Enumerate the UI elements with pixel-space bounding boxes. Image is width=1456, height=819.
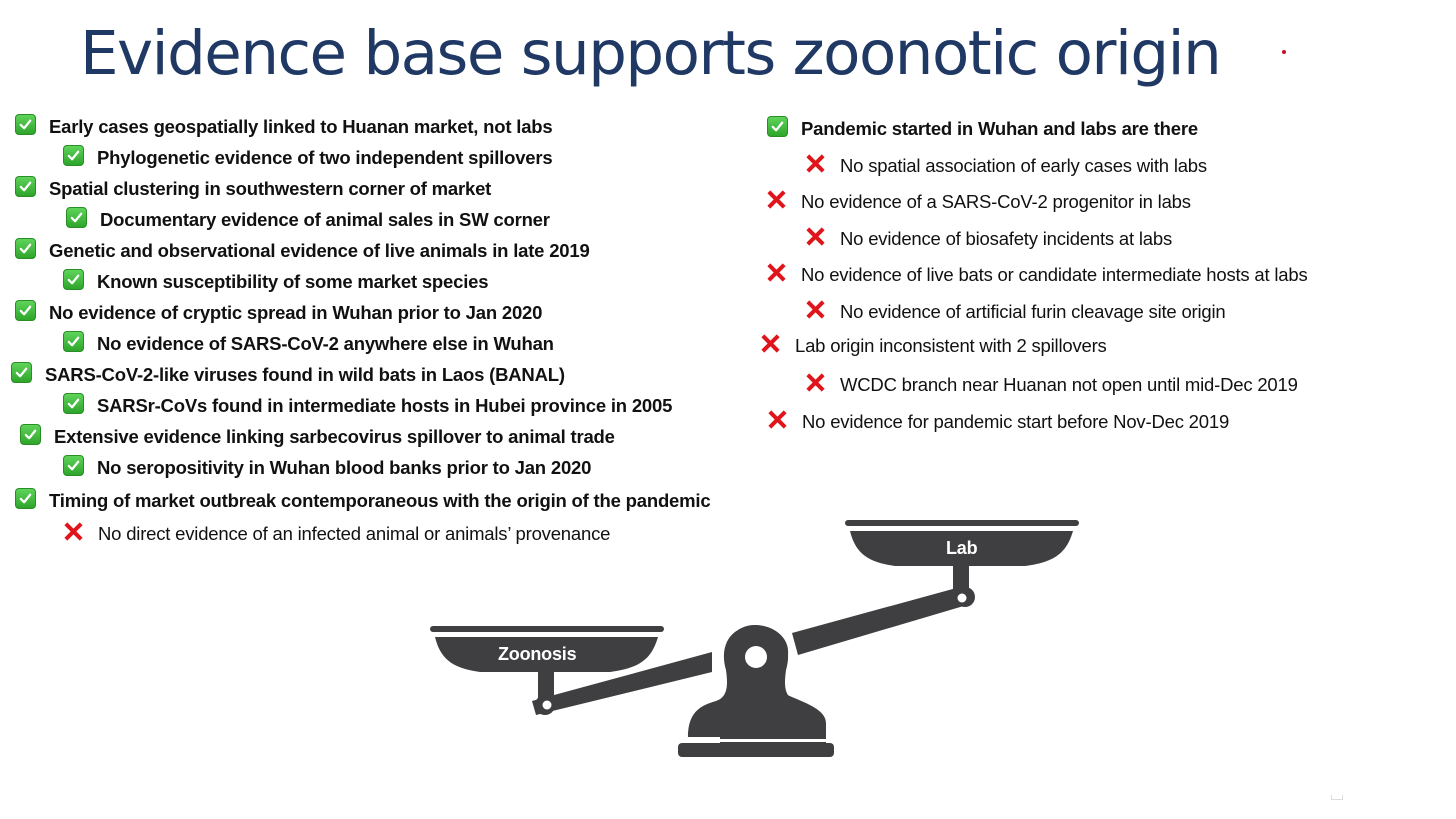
list-item: Known susceptibility of some market spec… [63, 268, 489, 294]
list-item: No evidence of a SARS-CoV-2 progenitor i… [765, 190, 1191, 214]
green-check-icon [15, 113, 36, 135]
list-item: Genetic and observational evidence of li… [15, 237, 590, 263]
slide-corner-marker [1331, 795, 1343, 800]
list-item: No direct evidence of an infected animal… [62, 522, 610, 546]
green-check-icon [15, 237, 36, 259]
list-item: Lab origin inconsistent with 2 spillover… [759, 334, 1107, 358]
list-item: No evidence of artificial furin cleavage… [804, 300, 1226, 324]
red-x-icon [765, 261, 788, 284]
list-item: No spatial association of early cases wi… [804, 154, 1207, 178]
list-item: SARSr-CoVs found in intermediate hosts i… [63, 392, 672, 418]
slide-title: Evidence base supports zoonotic origin [80, 18, 1222, 89]
list-item: Extensive evidence linking sarbecovirus … [20, 423, 615, 449]
red-x-icon [804, 225, 827, 248]
green-check-icon [63, 330, 84, 352]
red-x-icon [759, 332, 782, 355]
balance-scale-graphic: Zoonosis Lab [420, 505, 1100, 765]
green-check-icon [63, 392, 84, 414]
list-item: No evidence for pandemic start before No… [766, 410, 1229, 434]
green-check-icon [66, 206, 87, 228]
green-check-icon [15, 299, 36, 321]
list-item: Spatial clustering in southwestern corne… [15, 175, 491, 201]
red-x-icon [804, 371, 827, 394]
list-item: No evidence of biosafety incidents at la… [804, 227, 1172, 251]
green-check-icon [15, 175, 36, 197]
list-item: Documentary evidence of animal sales in … [66, 206, 550, 232]
list-item: Early cases geospatially linked to Huana… [15, 113, 553, 139]
red-x-icon [804, 298, 827, 321]
laser-pointer-dot [1282, 50, 1286, 54]
red-x-icon [766, 408, 789, 431]
list-item: No evidence of SARS-CoV-2 anywhere else … [63, 330, 554, 356]
green-check-icon [63, 454, 84, 476]
green-check-icon [20, 423, 41, 445]
zoonosis-pan-label: Zoonosis [498, 644, 577, 664]
list-item: SARS-CoV-2-like viruses found in wild ba… [11, 361, 565, 387]
red-x-icon [62, 520, 85, 543]
green-check-icon [11, 361, 32, 383]
list-item: No evidence of live bats or candidate in… [765, 263, 1308, 287]
red-x-icon [804, 152, 827, 175]
green-check-icon [767, 115, 788, 137]
lab-pan-label: Lab [946, 538, 978, 558]
list-item: No seropositivity in Wuhan blood banks p… [63, 454, 591, 480]
list-item: WCDC branch near Huanan not open until m… [804, 373, 1298, 397]
green-check-icon [63, 268, 84, 290]
red-x-icon [765, 188, 788, 211]
list-item: Phylogenetic evidence of two independent… [63, 144, 553, 170]
list-item: Pandemic started in Wuhan and labs are t… [767, 115, 1198, 141]
list-item: No evidence of cryptic spread in Wuhan p… [15, 299, 542, 325]
green-check-icon [63, 144, 84, 166]
green-check-icon [15, 487, 36, 509]
list-item: Timing of market outbreak contemporaneou… [15, 487, 711, 513]
balance-scale-icon [430, 520, 1079, 757]
